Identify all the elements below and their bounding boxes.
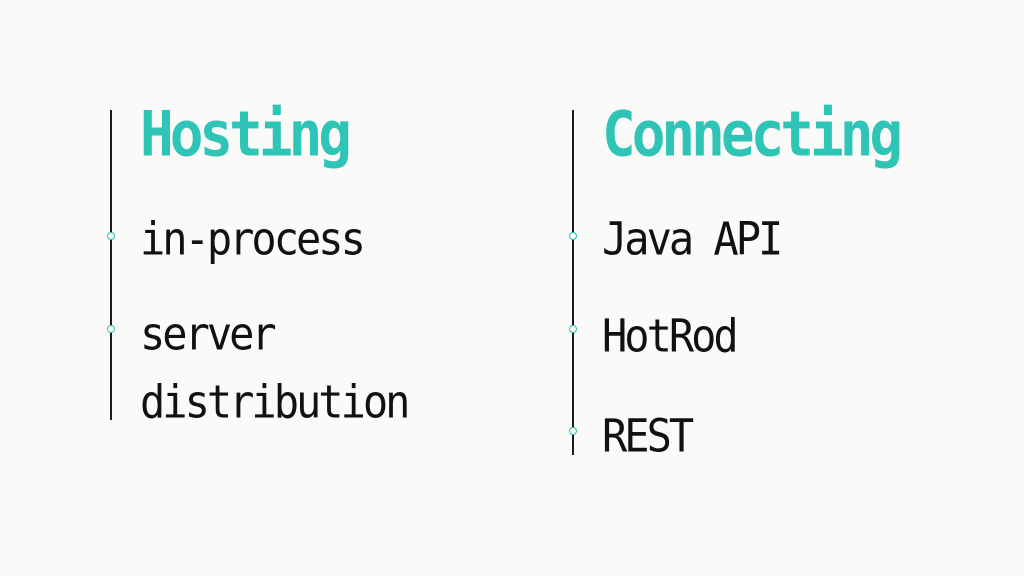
bullet-dot-icon: [569, 325, 577, 333]
bullet-dot-icon: [569, 232, 577, 240]
list-item: REST: [602, 409, 694, 463]
connecting-column: Connecting Java API HotRod REST: [569, 0, 903, 462]
bullet-dot-icon: [107, 325, 115, 333]
hosting-column: Hosting in-process server distribution: [107, 0, 410, 428]
bullet-dot-icon: [107, 232, 115, 240]
list-item: in-process: [140, 212, 366, 266]
timeline-line: [110, 110, 112, 420]
list-item: HotRod: [602, 309, 739, 363]
bullet-dot-icon: [569, 427, 577, 435]
connecting-heading: Connecting: [602, 98, 903, 172]
list-item: Java API: [602, 212, 783, 266]
timeline-line: [572, 110, 574, 455]
list-item: server: [140, 307, 277, 361]
list-item-continuation: distribution: [140, 375, 410, 429]
hosting-heading: Hosting: [140, 98, 352, 172]
